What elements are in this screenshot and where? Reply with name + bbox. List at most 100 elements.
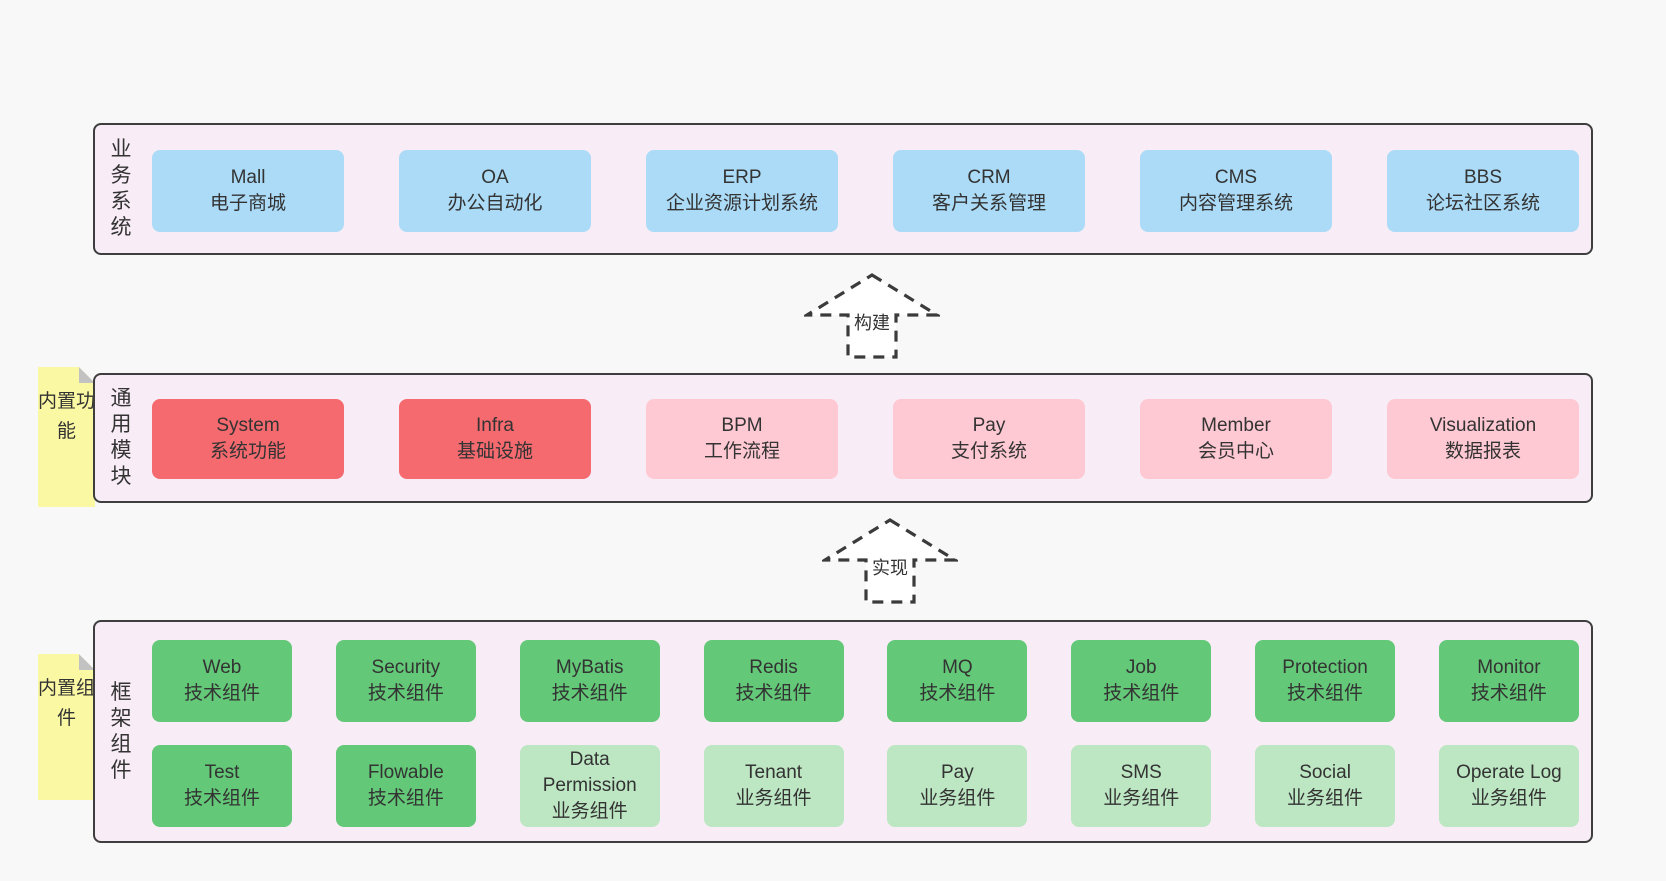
box-data-permission: Data Permission 业务组件 [519, 745, 660, 827]
box-sms: SMS 业务组件 [1071, 745, 1212, 827]
box-pay-component: Pay 业务组件 [887, 745, 1028, 827]
framework-box-row-1: Web 技术组件 Security 技术组件 MyBatis 技术组件 Redi… [152, 640, 1579, 722]
box-subtitle: 电子商城 [209, 193, 286, 214]
box-title: BPM [721, 415, 763, 436]
box-mq: MQ 技术组件 [887, 640, 1028, 722]
box-title: MQ [942, 657, 973, 678]
box-title: ERP [722, 167, 762, 188]
box-subtitle: 业务组件 [1103, 788, 1180, 809]
layer-title-vertical: 框架组件 [110, 680, 132, 782]
box-title: CRM [967, 167, 1011, 188]
box-title: System [216, 415, 280, 436]
box-system: System 系统功能 [152, 399, 344, 479]
box-social: Social 业务组件 [1255, 745, 1396, 827]
box-subtitle: 业务组件 [551, 801, 628, 822]
box-subtitle: 技术组件 [1470, 683, 1547, 704]
box-security: Security 技术组件 [335, 640, 476, 722]
box-title: Member [1201, 415, 1271, 436]
box-flowable: Flowable 技术组件 [335, 745, 476, 827]
box-subtitle: 客户关系管理 [931, 193, 1046, 214]
box-subtitle: 企业资源计划系统 [665, 193, 818, 214]
box-oa: OA 办公自动化 [399, 150, 591, 232]
box-subtitle: 业务组件 [1287, 788, 1364, 809]
box-crm: CRM 客户关系管理 [893, 150, 1085, 232]
box-subtitle: 会员中心 [1197, 441, 1274, 462]
box-subtitle: 技术组件 [1103, 683, 1180, 704]
box-title: Security [371, 657, 441, 678]
box-mall: Mall 电子商城 [152, 150, 344, 232]
layer-title-vertical: 通用模块 [110, 387, 132, 488]
sticky-note-label: 内置功能 [38, 391, 96, 442]
box-cms: CMS 内容管理系统 [1140, 150, 1332, 232]
box-subtitle: 内容管理系统 [1178, 193, 1293, 214]
box-title: Infra [475, 415, 515, 436]
box-title: OA [481, 167, 509, 188]
box-subtitle: 技术组件 [183, 683, 260, 704]
box-subtitle: 系统功能 [209, 441, 286, 462]
box-subtitle: 业务组件 [735, 788, 812, 809]
box-redis: Redis 技术组件 [703, 640, 844, 722]
layer-framework-components: 框架组件 Web 技术组件 Security 技术组件 MyBatis 技术组件… [93, 620, 1593, 843]
box-title: SMS [1120, 762, 1162, 783]
layer-common-modules: 通用模块 System 系统功能 Infra 基础设施 BPM 工作流程 Pay… [93, 373, 1593, 503]
business-box-row: Mall 电子商城 OA 办公自动化 ERP 企业资源计划系统 CRM 客户关系… [152, 150, 1579, 232]
box-title: Mall [230, 167, 266, 188]
box-title: Social [1299, 762, 1351, 783]
box-member: Member 会员中心 [1140, 399, 1332, 479]
box-title: Redis [749, 657, 798, 678]
common-box-row: System 系统功能 Infra 基础设施 BPM 工作流程 Pay 支付系统… [152, 399, 1579, 479]
box-title: Protection [1282, 657, 1368, 678]
box-subtitle: 技术组件 [1287, 683, 1364, 704]
box-title: Test [204, 762, 240, 783]
box-test: Test 技术组件 [152, 745, 292, 827]
box-subtitle: 技术组件 [183, 788, 260, 809]
arrow-up-implement: 实现 [822, 517, 958, 605]
box-pay-system: Pay 支付系统 [893, 399, 1085, 479]
box-subtitle: 业务组件 [919, 788, 996, 809]
arrow-label: 实现 [869, 553, 911, 581]
box-tenant: Tenant 业务组件 [703, 745, 844, 827]
box-subtitle: 工作流程 [703, 441, 780, 462]
box-subtitle: 论坛社区系统 [1425, 193, 1540, 214]
box-title: Flowable [367, 762, 444, 783]
sticky-note-builtin-features: 内置功能 [38, 367, 95, 507]
box-title: Pay [972, 415, 1006, 436]
box-subtitle: 基础设施 [456, 441, 533, 462]
box-subtitle: 技术组件 [735, 683, 812, 704]
sticky-note-builtin-components: 内置组件 [38, 654, 95, 800]
box-title: Data Permission [542, 749, 637, 796]
box-bpm: BPM 工作流程 [646, 399, 838, 479]
arrow-up-build: 构建 [804, 272, 940, 360]
box-title: Visualization [1429, 415, 1537, 436]
box-title: Operate Log [1456, 762, 1562, 783]
box-visualization: Visualization 数据报表 [1387, 399, 1579, 479]
box-title: Monitor [1477, 657, 1541, 678]
framework-box-row-2: Test 技术组件 Flowable 技术组件 Data Permission … [152, 745, 1579, 827]
sticky-note-label: 内置组件 [38, 678, 96, 729]
box-subtitle: 技术组件 [367, 788, 444, 809]
box-subtitle: 数据报表 [1444, 441, 1521, 462]
box-erp: ERP 企业资源计划系统 [646, 150, 838, 232]
box-title: BBS [1463, 167, 1503, 188]
box-monitor: Monitor 技术组件 [1438, 640, 1579, 722]
box-subtitle: 支付系统 [950, 441, 1027, 462]
box-mybatis: MyBatis 技术组件 [519, 640, 660, 722]
layer-title-vertical: 业务系统 [110, 138, 132, 239]
box-title: Pay [941, 762, 974, 783]
box-title: Web [202, 657, 242, 678]
layer-business-systems: 业务系统 Mall 电子商城 OA 办公自动化 ERP 企业资源计划系统 CRM… [93, 123, 1593, 255]
arrow-label: 构建 [851, 308, 893, 336]
box-operate-log: Operate Log 业务组件 [1438, 745, 1579, 827]
box-job: Job 技术组件 [1071, 640, 1212, 722]
box-title: MyBatis [555, 657, 624, 678]
box-bbs: BBS 论坛社区系统 [1387, 150, 1579, 232]
box-subtitle: 技术组件 [551, 683, 628, 704]
box-subtitle: 技术组件 [367, 683, 444, 704]
box-web: Web 技术组件 [152, 640, 292, 722]
box-subtitle: 技术组件 [919, 683, 996, 704]
box-subtitle: 办公自动化 [447, 193, 543, 214]
box-title: Job [1125, 657, 1157, 678]
box-protection: Protection 技术组件 [1255, 640, 1396, 722]
box-title: Tenant [745, 762, 803, 783]
